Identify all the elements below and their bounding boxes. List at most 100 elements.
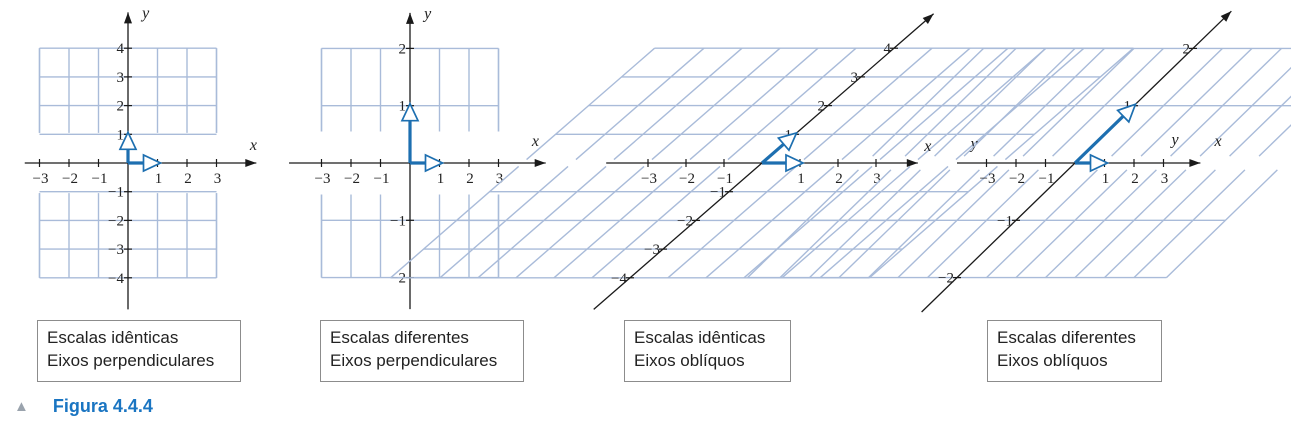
grid-line-slanted (667, 165, 797, 279)
y-tick-label: 2 (399, 41, 407, 57)
grid-line-slanted (1258, 124, 1291, 157)
y-tick-label: −1 (390, 213, 406, 229)
x-axis-arrow-icon (906, 159, 918, 167)
y-tick-label: 2 (818, 99, 826, 115)
y-tick-label: −2 (108, 213, 124, 229)
x-tick-label: −2 (679, 171, 695, 187)
y-tick-label: −2 (390, 271, 406, 287)
y-tick-label: −1 (710, 185, 726, 201)
y-tick-label: −2 (677, 213, 693, 229)
grid-line-slanted (1104, 169, 1216, 279)
x-tick-label: 2 (184, 171, 192, 187)
grid-line-slanted (1133, 169, 1246, 279)
basis-vector-x-arrow-icon (424, 153, 445, 173)
caption-different-perpendicular: Escalas diferentes Eixos perpendiculares (320, 320, 524, 382)
x-tick-label: 3 (1161, 171, 1169, 187)
y-tick-label: −1 (108, 185, 124, 201)
basis-vector-y-arrow-icon (118, 130, 138, 151)
x-tick-label: −1 (1039, 171, 1055, 187)
basis-vector-x-arrow-icon (1089, 153, 1110, 173)
x-axis-arrow-icon (245, 159, 257, 167)
y-axis-label: y (969, 136, 979, 153)
grid-line-slanted (515, 165, 645, 279)
y-tick-label: −3 (644, 242, 660, 258)
caption-different-oblique: Escalas diferentes Eixos oblíquos (987, 320, 1162, 382)
x-tick-label: −3 (33, 171, 49, 187)
grid-line-slanted (1170, 47, 1282, 157)
grid-line-slanted (841, 47, 971, 161)
y-axis-arrow-icon (922, 13, 934, 24)
x-tick-label: −3 (980, 171, 996, 187)
grid-line-slanted (986, 169, 1098, 279)
x-tick-label: −2 (344, 171, 360, 187)
caption-line-scale: Escalas diferentes (997, 328, 1136, 347)
grid-line-slanted (743, 165, 873, 279)
grid-line-slanted (781, 165, 911, 279)
x-tick-label: 2 (835, 171, 843, 187)
y-tick-label: −3 (108, 242, 124, 258)
y-tick-label: 1 (399, 99, 407, 115)
x-axis-label: x (249, 137, 257, 154)
basis-vector-x-arrow-icon (142, 153, 163, 173)
x-axis-label: x (1214, 133, 1222, 150)
caption-line-axes: Eixos perpendiculares (330, 351, 498, 370)
y-axis-arrow-icon (124, 12, 132, 24)
y-axis-arrow-icon (406, 12, 414, 24)
x-tick-label: 3 (873, 171, 881, 187)
y-tick-label: −2 (938, 271, 954, 287)
grid-line-slanted (904, 47, 1017, 157)
grid-line-slanted (963, 47, 1076, 157)
grid-line-slanted (1004, 47, 1134, 161)
grid-line-slanted (575, 47, 705, 161)
grid-line-slanted (439, 165, 569, 279)
grid-line-slanted (934, 47, 1046, 157)
y-axis-label: y (1169, 132, 1179, 149)
grid-line-slanted (1165, 169, 1278, 279)
basis-vector-x-arrow-icon (785, 153, 805, 173)
basis-vector-y-arrow-icon (400, 101, 420, 122)
x-tick-label: 3 (214, 171, 222, 187)
grid-line-slanted (868, 169, 980, 279)
grid-line-slanted (1199, 66, 1291, 157)
grid-line-slanted (1022, 47, 1135, 157)
x-tick-label: −1 (717, 171, 733, 187)
grid-line-slanted (838, 169, 951, 279)
y-tick-label: 3 (117, 70, 125, 86)
grid-line-slanted (803, 47, 933, 161)
y-axis-arrow-icon (1220, 11, 1232, 22)
x-tick-label: −2 (1009, 171, 1025, 187)
x-tick-label: −1 (374, 171, 390, 187)
basis-vector-y-arrow-icon (776, 131, 799, 152)
grid (747, 47, 1291, 279)
grid-line-slanted (591, 165, 721, 279)
x-tick-label: 1 (1102, 171, 1110, 187)
grid-line-slanted (868, 165, 998, 279)
grid-line-slanted (897, 169, 1010, 279)
caption-line-axes: Eixos oblíquos (997, 351, 1108, 370)
figure-title-text: Figura 4.4.4 (52, 396, 153, 416)
grid-line-slanted (819, 165, 949, 279)
grid-line-slanted (955, 47, 1085, 161)
x-tick-label: −2 (62, 171, 78, 187)
y-tick-label: 2 (117, 99, 125, 115)
y-axis-label: y (140, 5, 150, 22)
basis-vector-y (760, 140, 787, 165)
x-tick-label: 1 (437, 171, 445, 187)
y-axis-label: y (422, 6, 432, 23)
y-tick-label: 4 (884, 41, 892, 57)
grid-line-slanted (1229, 95, 1291, 157)
x-axis-label: x (531, 133, 539, 150)
caption-line-axes: Eixos oblíquos (634, 351, 745, 370)
grid-line-slanted (1140, 47, 1253, 157)
grid-line-slanted (927, 169, 1039, 279)
grid-line-slanted (809, 169, 921, 279)
x-tick-label: −1 (92, 171, 108, 187)
grid-line-slanted (1074, 169, 1187, 279)
x-axis-label: x (923, 138, 931, 155)
grid-line-slanted (779, 169, 892, 279)
